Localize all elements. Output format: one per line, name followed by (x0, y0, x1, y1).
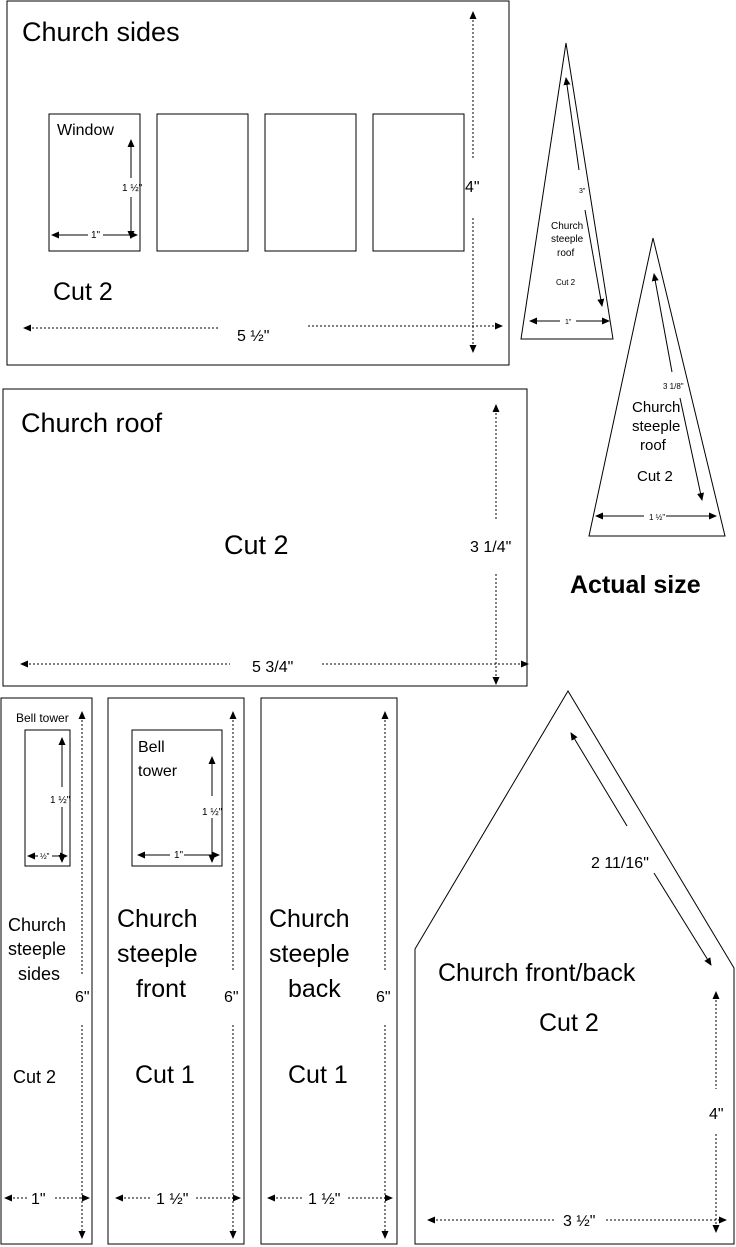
steeple-front-cut: Cut 1 (135, 1061, 195, 1089)
church-front-back-width-label: 3 ½" (563, 1213, 595, 1230)
church-sides-width-label: 5 ½" (237, 328, 269, 345)
steeple-front-bell-width-label: 1" (174, 850, 184, 861)
steeple-front-bell-height-label: 1 ½" (202, 807, 223, 818)
window-4 (372, 113, 465, 252)
steeple-front-bell-label-1: Bell (138, 739, 165, 756)
steeple-sides-height-label: 6" (75, 989, 90, 1006)
steeple-roof-small-label-3: roof (557, 248, 574, 259)
church-front-back-title: Church front/back (438, 959, 636, 987)
steeple-sides-bell-height-label: 1 ½" (50, 795, 71, 806)
steeple-front-outline (107, 697, 245, 1245)
steeple-sides-label-3: sides (18, 964, 60, 984)
steeple-sides-bell-width-label: ½" (40, 852, 50, 861)
steeple-roof-small-label-2: steeple (551, 234, 584, 245)
steeple-front-width-label: 1 ½" (156, 1191, 188, 1208)
window-2 (156, 113, 249, 252)
window-3 (264, 113, 357, 252)
window-label: Window (57, 122, 114, 139)
church-front-back-roof-arrow-bottom (653, 872, 712, 966)
steeple-roof-actual-outline (588, 237, 726, 537)
window-width-label: 1" (91, 230, 101, 241)
steeple-front-height-label: 6" (224, 989, 239, 1006)
church-roof-cut: Cut 2 (224, 530, 289, 560)
steeple-front-label-3: front (136, 975, 186, 1003)
steeple-roof-small-side-arrow-bottom (584, 209, 605, 307)
church-roof-outline (2, 388, 528, 687)
church-sides-outline (6, 0, 510, 366)
steeple-back-piece: Church steeple back Cut 1 6" 1 ½" (260, 697, 398, 1245)
church-front-back-roof-label: 2 11/16" (591, 855, 649, 872)
church-sides-piece: Church sides Window 1 ½" 1" Cut 2 5 ½" 4… (6, 0, 510, 366)
church-sides-title: Church sides (22, 17, 180, 47)
steeple-back-width-label: 1 ½" (308, 1191, 340, 1208)
steeple-front-bell-label-2: tower (138, 763, 178, 780)
church-roof-height-label: 3 1/4" (470, 539, 511, 556)
church-front-back-cut: Cut 2 (539, 1009, 599, 1037)
window-1 (48, 113, 141, 252)
steeple-roof-actual-side-arrow-bottom (679, 397, 704, 501)
steeple-back-outline (260, 697, 398, 1245)
steeple-roof-actual-piece: Church steeple roof Cut 2 3 1/8" 1 ½" (588, 237, 726, 537)
steeple-roof-actual-base-label: 1 ½" (649, 513, 665, 522)
steeple-roof-small-side-label: 3" (579, 188, 586, 195)
church-sides-height-label: 4" (465, 179, 480, 196)
window-height-label: 1 ½" (122, 183, 143, 194)
steeple-back-cut: Cut 1 (288, 1061, 348, 1089)
steeple-roof-small-piece: Church steeple roof Cut 2 3" 1" (520, 42, 614, 340)
steeple-sides-piece: Bell tower 1 ½" ½" Church steeple sides … (0, 697, 93, 1245)
steeple-sides-label-1: Church (8, 915, 66, 935)
steeple-roof-small-side-arrow-top (563, 77, 580, 171)
church-sides-cut: Cut 2 (53, 278, 113, 306)
steeple-back-height-label: 6" (376, 989, 391, 1006)
steeple-roof-actual-side-label: 3 1/8" (663, 382, 684, 391)
steeple-back-label-1: Church (269, 905, 350, 933)
actual-size-label: Actual size (570, 571, 701, 599)
steeple-front-piece: Bell tower 1 ½" 1" Church steeple front … (107, 697, 245, 1245)
church-front-back-height-label: 4" (709, 1106, 724, 1123)
steeple-sides-bell-label: Bell tower (16, 711, 69, 725)
steeple-sides-width-label: 1" (31, 1191, 46, 1208)
steeple-back-label-2: steeple (269, 940, 350, 968)
steeple-roof-actual-side-arrow-top (651, 273, 673, 373)
church-roof-title: Church roof (21, 408, 163, 438)
church-front-back-piece: 2 11/16" Church front/back Cut 2 4" 3 ½" (414, 690, 735, 1245)
steeple-sides-label-2: steeple (8, 939, 66, 959)
steeple-roof-actual-label-2: steeple (632, 418, 680, 435)
steeple-roof-actual-cut: Cut 2 (637, 468, 673, 485)
steeple-roof-small-label-1: Church (551, 221, 583, 232)
steeple-roof-actual-label-3: roof (640, 437, 667, 454)
steeple-front-label-1: Church (117, 905, 198, 933)
steeple-roof-small-base-label: 1" (565, 319, 572, 326)
church-roof-width-label: 5 3/4" (252, 659, 293, 676)
church-roof-piece: Church roof Cut 2 3 1/4" 5 3/4" (2, 388, 529, 687)
steeple-sides-cut: Cut 2 (13, 1067, 56, 1087)
church-front-back-roof-arrow-top (570, 732, 628, 827)
steeple-front-bell-window (131, 729, 223, 867)
steeple-sides-bell-window (24, 729, 71, 867)
steeple-roof-small-cut: Cut 2 (556, 278, 576, 287)
steeple-roof-small-outline (520, 42, 614, 340)
church-front-back-outline (414, 690, 735, 1245)
steeple-front-label-2: steeple (117, 940, 198, 968)
steeple-sides-outline (0, 697, 93, 1245)
steeple-back-label-3: back (288, 975, 341, 1003)
steeple-roof-actual-label-1: Church (632, 399, 680, 416)
